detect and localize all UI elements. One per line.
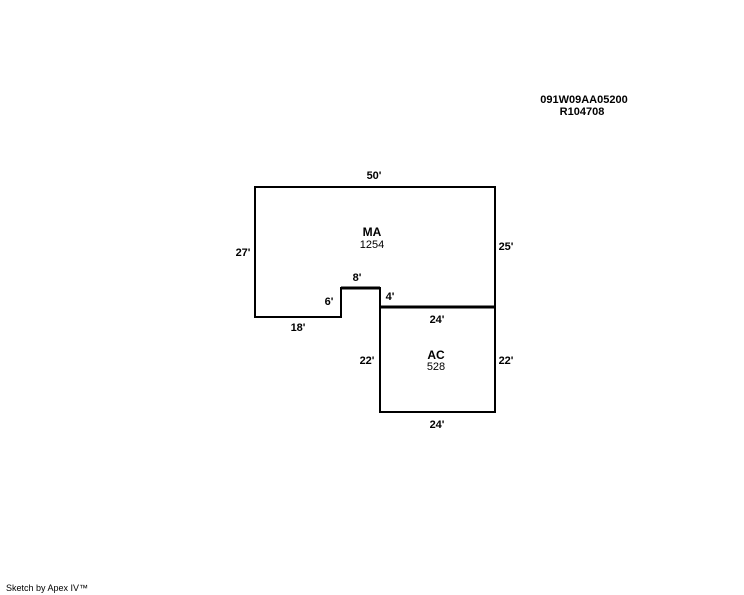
ac-area-outline <box>379 306 496 413</box>
ac-area-size: 528 <box>427 361 445 373</box>
dim-ac-left: 22' <box>360 355 375 367</box>
ma-area-outline <box>254 186 496 318</box>
dim-notch-top: 8' <box>353 272 362 284</box>
dim-ac-right: 22' <box>499 355 514 367</box>
dim-ma-top: 50' <box>367 170 382 182</box>
ma-area-code: MA <box>363 225 382 239</box>
ma-area-size: 1254 <box>360 239 384 251</box>
dim-notch-left: 6' <box>325 296 334 308</box>
dim-ma-left: 27' <box>236 247 251 259</box>
dim-ac-top: 24' <box>430 314 445 326</box>
dim-ma-right: 25' <box>499 241 514 253</box>
dim-ac-bottom: 24' <box>430 419 445 431</box>
sketch-credit: Sketch by Apex IV™ <box>6 583 89 593</box>
dim-notch-right: 4' <box>386 291 395 303</box>
ac-area-code: AC <box>427 348 445 362</box>
parcel-map-number: 091W09AA05200 <box>540 94 627 106</box>
dim-ma-bottom: 18' <box>291 322 306 334</box>
parcel-account-number: R104708 <box>560 106 605 118</box>
